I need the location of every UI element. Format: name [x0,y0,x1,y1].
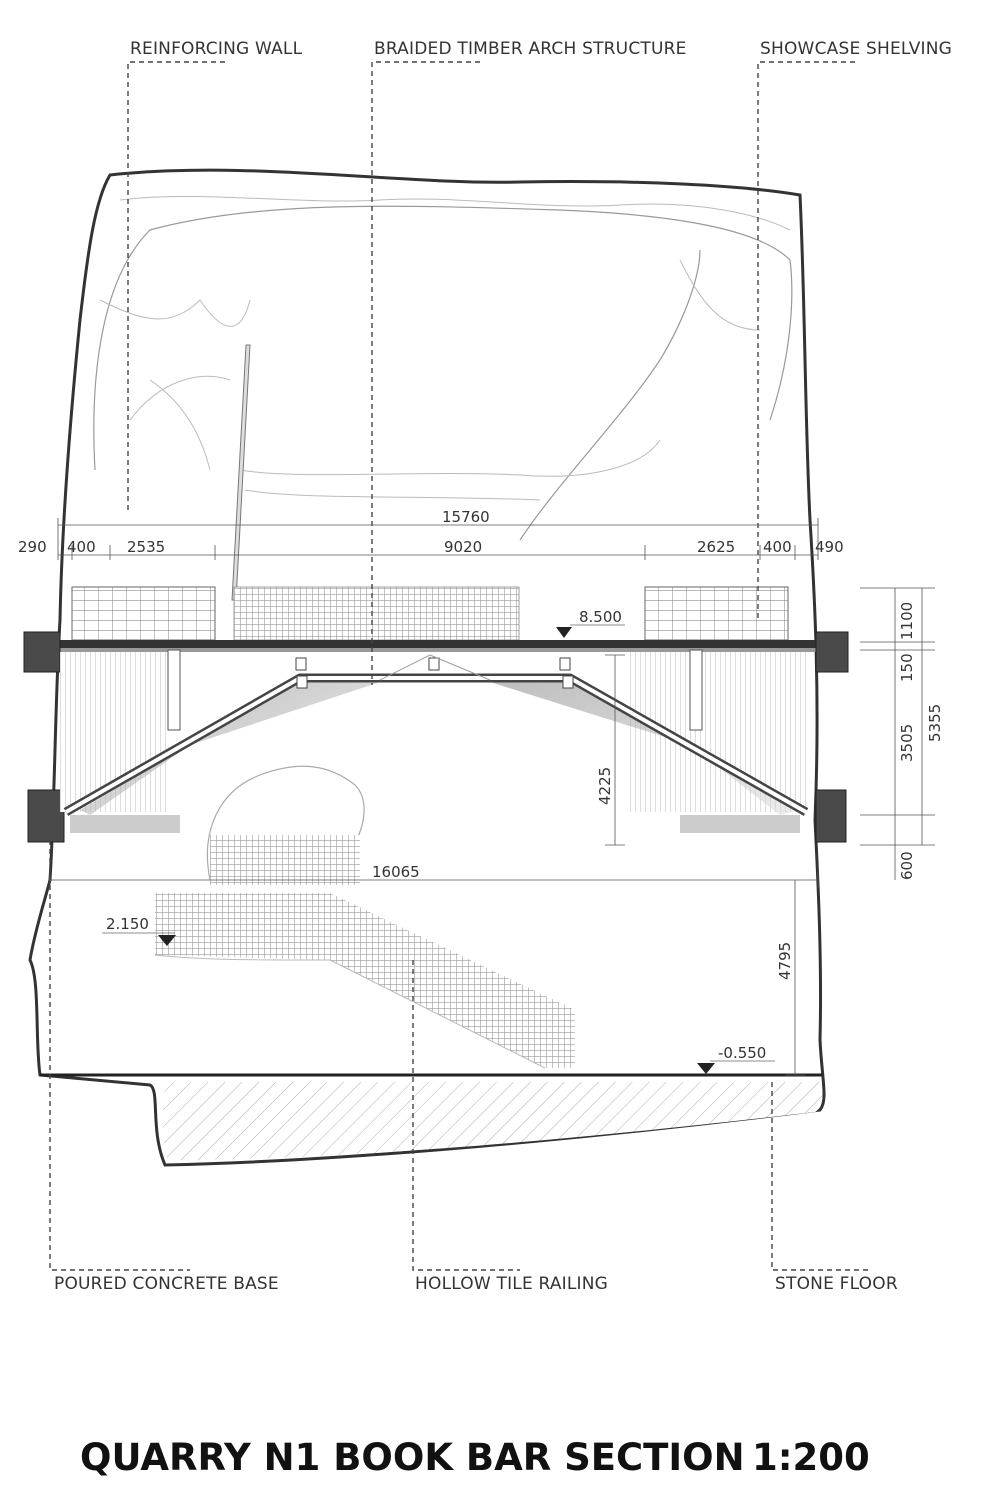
level-marker-landing [158,935,176,946]
level-upper-deck: 8.500 [579,608,622,626]
stone-base-hatch [162,1082,823,1160]
level-stair-landing: 2.150 [106,915,149,933]
dim-ticks-lower [49,872,819,888]
dim-vertical-lower [785,880,805,1076]
reinforcing-wall-panel [231,344,251,601]
rock-texture [99,196,791,501]
arch-node [428,657,440,671]
upper-deck [58,640,818,648]
leader-timber-arch [371,61,480,685]
wall-block-left-top [23,631,61,673]
drawing-scale: 1:200 [752,1436,870,1479]
dim-vertical-right [860,587,935,880]
cave-interior-line [93,205,793,541]
dim-arch-height: 3505 [898,724,916,762]
shelving-right [644,586,789,641]
deck-underside [58,648,818,652]
dim-deck-thickness: 150 [898,653,916,682]
dim-vertical-arch [605,654,625,846]
hollow-tile-block [210,835,360,885]
label-showcase-shelving: SHOWCASE SHELVING [760,39,952,59]
leader-reinforcing-wall [127,61,225,510]
level-floor: -0.550 [718,1044,766,1062]
dim-right-shelf: 2625 [697,538,735,556]
arch-node [562,675,574,689]
dim-right-gap: 400 [763,538,792,556]
shelving-left [71,586,216,641]
arch-node [295,657,307,671]
dim-left-wall: 290 [18,538,47,556]
arch-node [559,657,571,671]
timber-arch-inner [65,676,807,814]
hollow-tile-stair [155,893,575,1068]
label-reinforcing-wall: REINFORCING WALL [130,39,303,59]
column-right [689,649,703,731]
dim-total-height: 5355 [926,704,944,742]
label-stone-floor: STONE FLOOR [775,1274,898,1294]
dim-left-gap: 400 [67,538,96,556]
dim-ticks-top [57,518,819,560]
wall-block-right-top [815,631,849,673]
dim-left-shelf: 2535 [127,538,165,556]
arch-node [296,675,308,689]
dim-center-span: 9020 [444,538,482,556]
dim-arch-rise: 4225 [596,767,614,805]
level-marker-floor [697,1063,715,1074]
leader-poured-concrete [49,840,190,1271]
leader-stone-floor [771,1082,870,1271]
arch-ridge [379,654,491,681]
dim-railing-height: 1100 [898,602,916,640]
wall-block-left-bottom [27,789,65,843]
leader-showcase-shelving [757,61,855,620]
drawing-title: QUARRY N1 BOOK BAR SECTION [80,1436,745,1479]
stair-cave-outline [206,765,365,881]
wall-block-right-bottom [815,789,847,843]
stair-outline [154,954,546,1069]
shelving-center [233,586,520,641]
floor-strip-left [70,815,180,833]
dim-lower-height: 4795 [776,942,794,980]
timber-arch-shadow-right [490,680,800,815]
dim-lower-span: 16065 [372,863,420,881]
label-timber-arch: BRAIDED TIMBER ARCH STRUCTURE [374,39,687,59]
dim-overall-top: 15760 [442,508,490,526]
dim-base-thickness: 600 [898,851,916,880]
label-poured-concrete: POURED CONCRETE BASE [54,1274,279,1294]
dim-right-wall: 490 [815,538,844,556]
label-hollow-tile: HOLLOW TILE RAILING [415,1274,608,1294]
leader-hollow-tile [412,960,520,1271]
level-marker-deck [556,627,572,638]
floor-strip-right [680,815,800,833]
column-left [167,649,181,731]
